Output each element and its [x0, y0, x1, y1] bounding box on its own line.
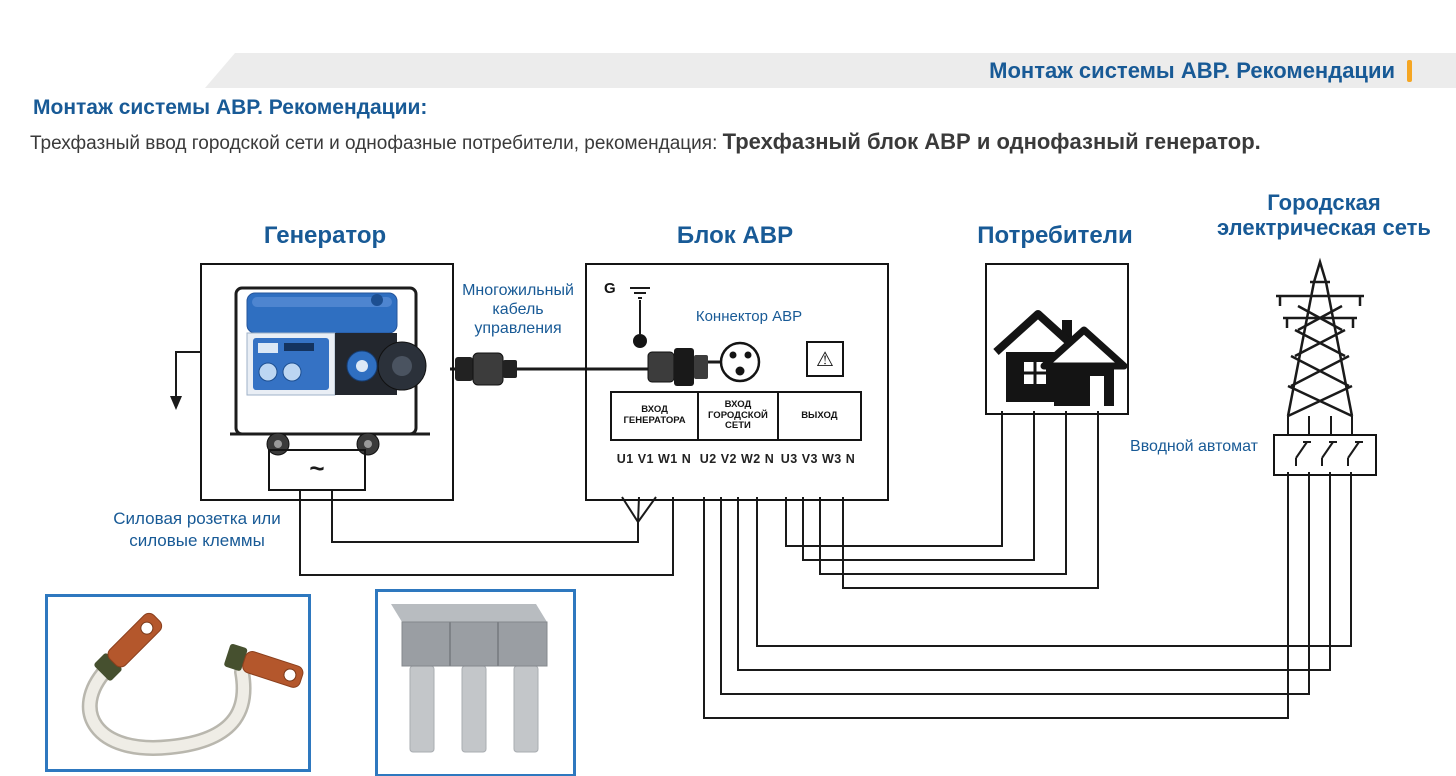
- pins-output: U3 V3 W3 N: [780, 452, 856, 466]
- houses-icon: [993, 310, 1128, 406]
- power-socket-box: ~: [268, 449, 366, 491]
- generator-image: [230, 286, 430, 456]
- pins-city-input: U2 V2 W2 N: [699, 452, 775, 466]
- consumers-box: [985, 263, 1129, 415]
- generator-label: Генератор: [263, 222, 387, 249]
- ground-dot-icon: [633, 334, 647, 348]
- terminal-output: ВЫХОД: [776, 393, 860, 439]
- breaker-symbols-icon: [1295, 441, 1363, 466]
- control-cable-label: Многожильный кабель управления: [462, 282, 574, 337]
- page-title: Монтаж системы АВР. Рекомендации: [989, 57, 1395, 83]
- section-heading: Монтаж системы АВР. Рекомендации:: [33, 96, 428, 119]
- intro-text-normal: Трехфазный ввод городской сети и однофаз…: [30, 133, 723, 154]
- avr-connector-icon: [719, 341, 761, 383]
- input-breaker-label: Вводной автомат: [1130, 438, 1258, 455]
- pins-generator-input: U1 V1 W1 N: [616, 452, 692, 466]
- ac-symbol: ~: [309, 453, 325, 483]
- breaker-box: [1273, 434, 1377, 476]
- consumers-label: Потребители: [977, 222, 1133, 249]
- terminal-strip: ВХОД ГЕНЕРАТОРА ВХОД ГОРОДСКОЙ СЕТИ ВЫХО…: [610, 391, 862, 441]
- terminal-generator-input: ВХОД ГЕНЕРАТОРА: [623, 404, 686, 426]
- jumper-photo: [391, 604, 548, 753]
- warning-icon: ⚠: [806, 341, 844, 377]
- power-tower-icon: [1276, 257, 1364, 418]
- intro-text-bold: Трехфазный блок АВР и однофазный генерат…: [722, 129, 1261, 154]
- jumper-photo-frame: [375, 589, 576, 776]
- cable-connector-icon: [455, 348, 708, 386]
- cable-photo: [81, 612, 304, 756]
- ground-label: G: [604, 280, 616, 297]
- power-cable-photo-frame: [45, 594, 311, 772]
- terminal-city-input: ВХОД ГОРОДСКОЙ СЕТИ: [697, 393, 776, 439]
- intro-paragraph: Трехфазный ввод городской сети и однофаз…: [30, 128, 1370, 158]
- avr-box: [585, 263, 889, 501]
- avr-connector-label: Коннектор АВР: [695, 308, 803, 325]
- avr-label: Блок АВР: [676, 222, 794, 249]
- city-grid-label: Городская электрическая сеть: [1217, 190, 1431, 240]
- header-strip: Монтаж системы АВР. Рекомендации: [205, 53, 1456, 88]
- generator-box: [200, 263, 454, 501]
- accent-bar-icon: [1407, 59, 1412, 82]
- power-socket-caption: Силовая розетка или силовые клеммы: [113, 509, 281, 550]
